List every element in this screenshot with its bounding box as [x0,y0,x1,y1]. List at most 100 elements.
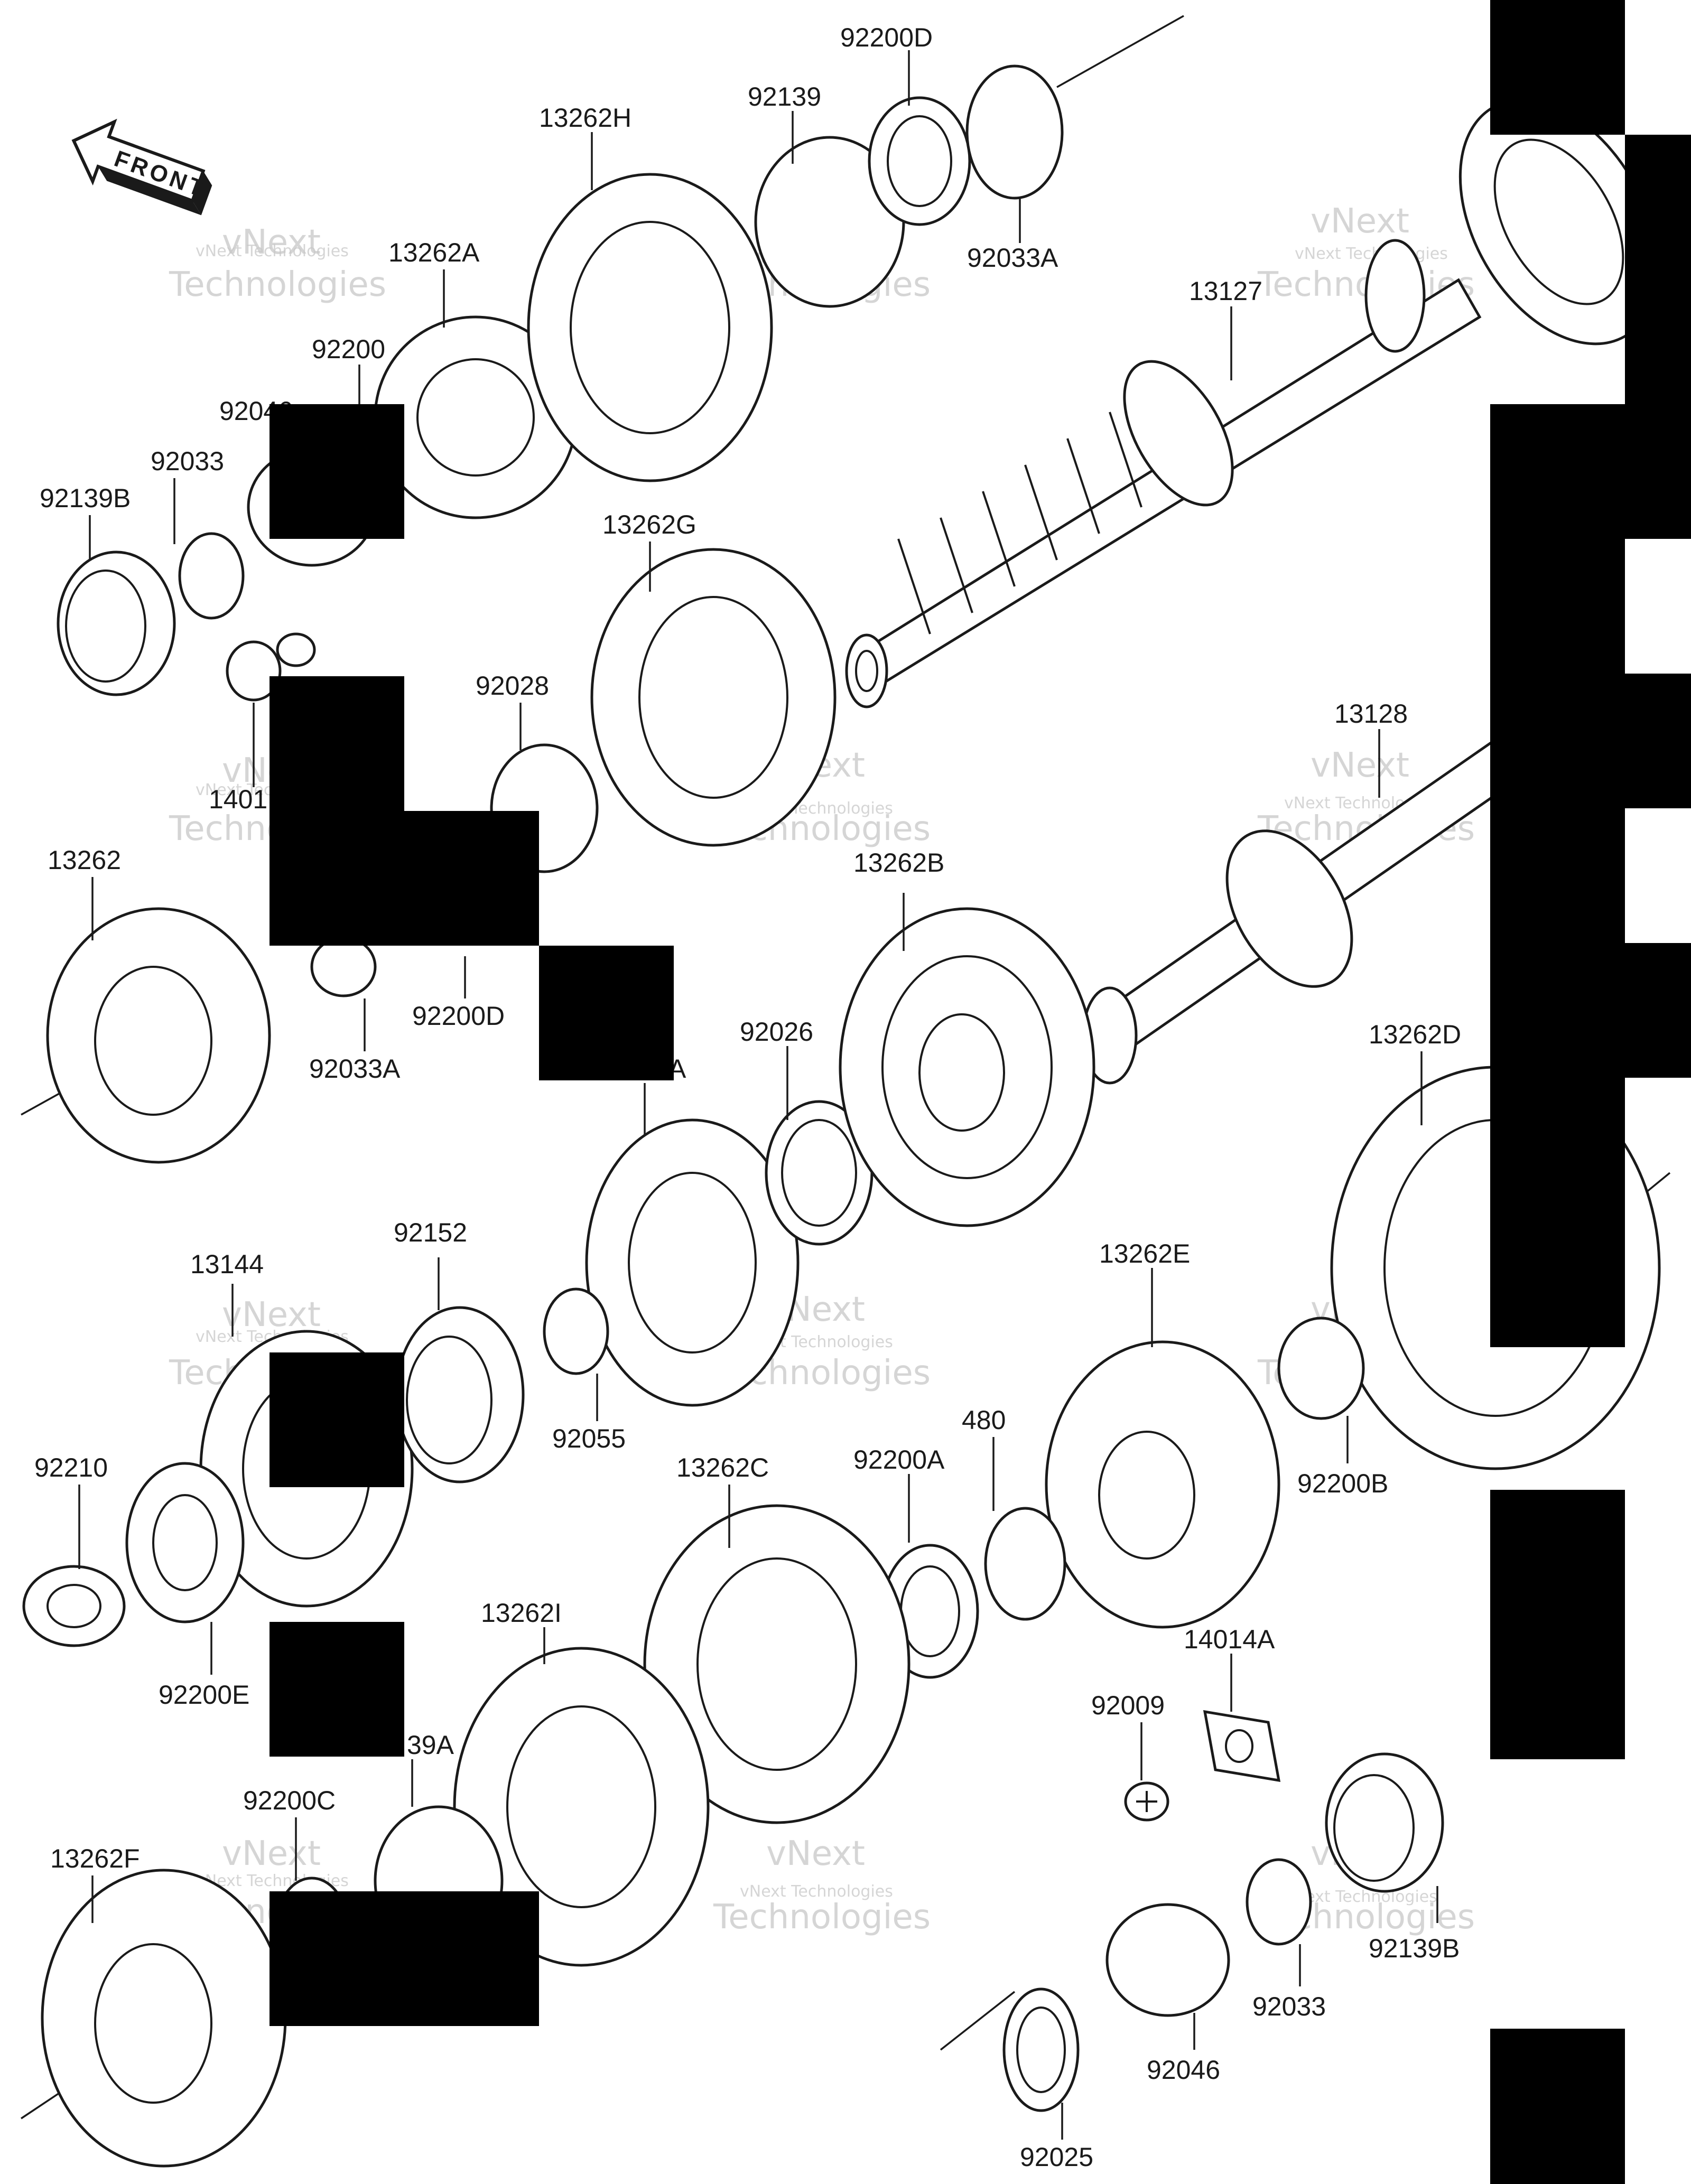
watermark-brand: vNext [222,1834,321,1873]
washer [1002,1987,1080,2112]
label-13127: 13127 [1189,276,1262,306]
phillips-icon [1136,1791,1157,1812]
redaction-block [539,946,674,1080]
nut-bore [47,1584,101,1628]
label-92033-bot: 92033 [1252,1992,1326,2021]
gear-bore [416,358,535,477]
label-92033A-mid: 92033A [309,1054,401,1084]
label-13128: 13128 [1334,699,1408,729]
sleeve-outer [57,550,176,696]
front-arrow-shadow [192,171,212,216]
shaft-collar [1364,239,1426,353]
bearing-inner [1493,138,1624,305]
circlip [310,936,377,997]
sleeve-outer [1325,1752,1444,1893]
label-92200D-mid: 92200D [412,1001,505,1031]
gear-teeth [527,173,773,482]
part-92033-bot [1246,1858,1312,1946]
label-92139B-bot: 92139B [1369,1934,1460,1963]
redaction-block [1490,2029,1625,2184]
redaction-block [1490,539,1625,1347]
gear-teeth [643,1504,910,1824]
label-92033-top: 92033 [151,446,224,476]
gear-13262G [590,548,837,847]
axis-line-bottom [940,1991,1016,2051]
watermark-brand: vNext [222,223,321,262]
washer-bore [1016,2006,1066,2093]
part-92026 [765,1100,874,1246]
sleeve-inner [65,570,146,683]
label-13262B: 13262B [853,848,944,878]
watermark-brand: vNext [1311,202,1409,241]
redaction-block [270,404,404,539]
shaft-13127 [845,239,1482,708]
watermark-big: Technologies [713,1898,931,1937]
o-ring [543,1287,609,1375]
retainer-hole [1225,1729,1253,1763]
circlip [1246,1858,1312,1946]
lock-washer [125,1462,245,1623]
watermark-big: Technologies [169,265,386,304]
redaction-block [1490,1490,1625,1759]
front-arrow-badge: FRONT [71,118,212,216]
front-arrow-shadow-bottom [98,166,201,216]
axis-line-top [1056,15,1184,88]
label-13262A: 13262A [388,238,480,267]
gear-13262E [1045,1340,1280,1629]
gear-teeth [590,548,837,847]
label-13262H: 13262H [539,103,631,133]
part-92033A-mid [310,936,377,997]
label-14014A: 14014A [1184,1625,1275,1654]
bearing-outer [585,1118,800,1407]
label-92200A: 92200A [853,1445,945,1474]
bearing-inner [628,1172,757,1354]
watermark-brand: vNext [1311,746,1409,785]
watermark-brand: vNext [222,1295,321,1334]
label-13262G: 13262G [602,510,696,539]
part-92139B-bot [1325,1752,1444,1893]
watermark-line: vNext Technologies [196,242,349,260]
label-13144: 13144 [190,1249,264,1279]
part-92046-bot [1105,1903,1230,2017]
label-92139: 92139 [748,82,821,111]
gear-bore [94,1943,212,2104]
gear-teeth [46,907,271,1164]
redaction-block [1490,0,1625,135]
watermark-11: vNext vNext Technologies Technologies [713,1834,931,1937]
watermark-brand: vNext [766,1834,865,1873]
spline [1066,438,1100,534]
washer [1277,1317,1365,1420]
washer-bore [781,1119,857,1227]
redaction-block [1625,135,1691,404]
label-92200B: 92200B [1297,1469,1388,1498]
leader-lines [78,50,1438,2140]
gear-teeth [41,1869,287,2168]
shaft-bore [855,650,878,692]
gear-web [881,955,1053,1179]
gear-13262C [643,1504,910,1824]
label-13262E: 13262E [1099,1239,1190,1268]
spline [982,491,1016,587]
circlip [178,532,245,620]
bearing-mid [585,1118,800,1407]
label-480: 480 [962,1405,1006,1435]
redaction-block [1625,943,1691,1078]
watermark-line: vNext Technologies [740,1882,893,1901]
part-1401-screw [226,632,316,702]
gear-13262F [41,1869,287,2168]
nut [22,1565,126,1647]
spline [897,538,931,634]
part-92200B [1277,1317,1365,1420]
shaft-end [845,633,888,708]
label-92009: 92009 [1091,1691,1165,1720]
gear-hub [570,221,730,434]
part-92210-nut [22,1565,126,1647]
label-39A: 39A [407,1730,454,1760]
part-92055 [543,1287,609,1375]
part-labels: 92200D 92139 13262H 92033A 13127 13262A … [34,23,1461,2172]
label-13262D: 13262D [1369,1020,1461,1049]
washer-bore [887,115,952,207]
redaction-block [404,811,539,946]
collar-bore [406,1336,493,1464]
